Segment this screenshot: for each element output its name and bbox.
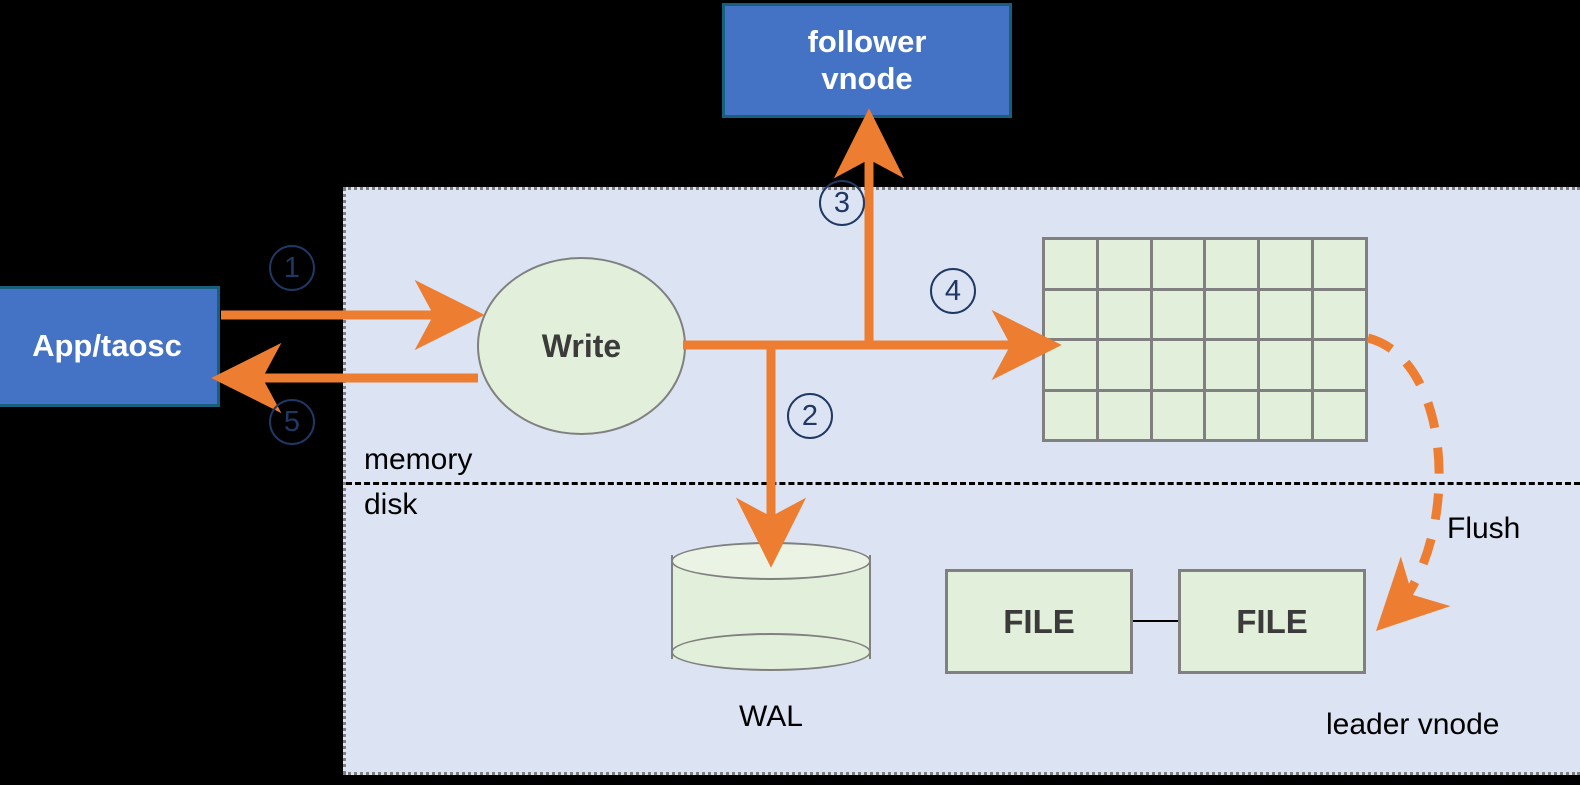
memtable-cell: [1206, 341, 1258, 389]
memtable-cell: [1206, 290, 1258, 338]
wal-cylinder: [671, 542, 871, 672]
memtable-cell: [1206, 240, 1258, 288]
memtable-cell: [1098, 290, 1150, 338]
follower-vnode-label-line2: vnode: [821, 60, 913, 96]
memtable-cell: [1314, 341, 1365, 389]
memtable-cell: [1260, 290, 1312, 338]
memtable-cell: [1045, 391, 1096, 439]
memtable-grid: [1042, 237, 1368, 442]
memtable-cell: [1260, 341, 1312, 389]
file-connector-line: [1133, 620, 1178, 622]
cylinder-top: [671, 542, 871, 580]
app-taosc-box: App/taosc: [0, 286, 220, 407]
memtable-cell: [1152, 391, 1204, 439]
memtable-cell: [1206, 391, 1258, 439]
wal-label: WAL: [739, 700, 803, 733]
memory-zone-label: memory: [364, 443, 473, 476]
memtable-cell: [1152, 240, 1204, 288]
memtable-cell: [1045, 240, 1096, 288]
file-box-2: FILE: [1178, 569, 1366, 674]
follower-vnode-label: follower vnode: [808, 24, 927, 97]
memtable-cell: [1314, 290, 1365, 338]
memtable-cell: [1045, 341, 1096, 389]
memtable-cell: [1260, 391, 1312, 439]
step-marker-2: 2: [787, 393, 833, 439]
memtable-cell: [1314, 391, 1365, 439]
memtable-cell: [1045, 290, 1096, 338]
memtable-cell: [1098, 341, 1150, 389]
memtable-cell: [1098, 391, 1150, 439]
step-marker-4: 4: [930, 268, 976, 314]
step-marker-5: 5: [269, 399, 315, 445]
write-node: Write: [477, 257, 686, 435]
leader-vnode-label: leader vnode: [1326, 708, 1500, 741]
memory-disk-divider: [346, 482, 1580, 485]
disk-zone-label: disk: [364, 488, 418, 521]
memtable-cell: [1152, 341, 1204, 389]
file-box-1: FILE: [945, 569, 1133, 674]
step-marker-3: 3: [819, 180, 865, 226]
follower-vnode-box: follower vnode: [722, 3, 1012, 118]
memtable-cell: [1260, 240, 1312, 288]
memtable-cell: [1098, 240, 1150, 288]
cylinder-bottom: [671, 633, 871, 671]
memtable-cell: [1314, 240, 1365, 288]
memtable-cell: [1152, 290, 1204, 338]
flush-label: Flush: [1447, 512, 1521, 545]
follower-vnode-label-line1: follower: [807, 23, 927, 59]
step-marker-1: 1: [269, 245, 315, 291]
